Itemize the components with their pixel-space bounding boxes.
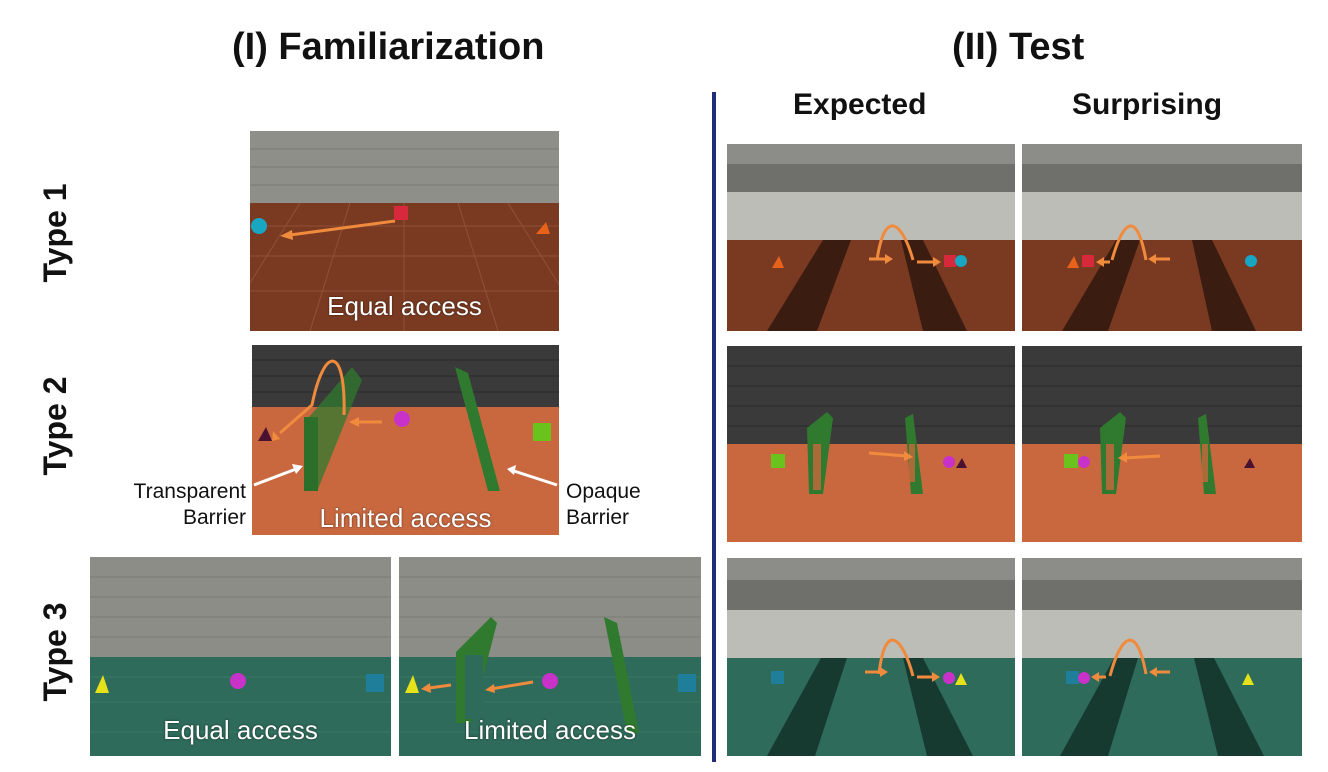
fam-type3-limited-caption: Limited access [464,715,636,745]
fam-type3-limited-scene: Limited access [399,557,701,756]
opaque-label-line2: Barrier [566,506,630,529]
test-type2-expected-scene [727,346,1015,542]
expected-header: Expected [793,88,927,121]
fam-type1-scene: Equal access [250,131,559,331]
fam-type2-scene: Limited access [252,345,559,535]
transparent-label-line2: Barrier [182,506,246,529]
barrier-callout-arrows [253,464,558,487]
fam-type2-caption: Limited access [319,503,492,533]
row-label-type2: Type 2 [37,376,73,476]
transparent-barrier-label: Transparent Barrier [96,479,246,531]
test-type1-surprising-scene [1022,144,1302,331]
fam-type3-equal-caption: Equal access [163,715,318,745]
fam-type1-caption: Equal access [327,291,482,321]
surprising-header: Surprising [1072,88,1223,121]
row-label-type3: Type 3 [37,602,73,702]
transparent-label-line1: Transparent [133,480,246,503]
familiarization-title: (I) Familiarization [232,26,545,68]
test-type3-expected-scene [727,558,1015,756]
row-label-type1: Type 1 [37,183,73,283]
opaque-barrier-label: Opaque Barrier [566,479,641,531]
opaque-label-line1: Opaque [566,480,641,503]
fam-type3-equal-scene: Equal access [90,557,391,756]
test-title: (II) Test [952,26,1085,68]
test-type1-expected-scene [727,144,1015,331]
test-type2-surprising-scene [1022,346,1302,542]
section-divider [712,92,716,762]
test-type3-surprising-scene [1022,558,1302,756]
